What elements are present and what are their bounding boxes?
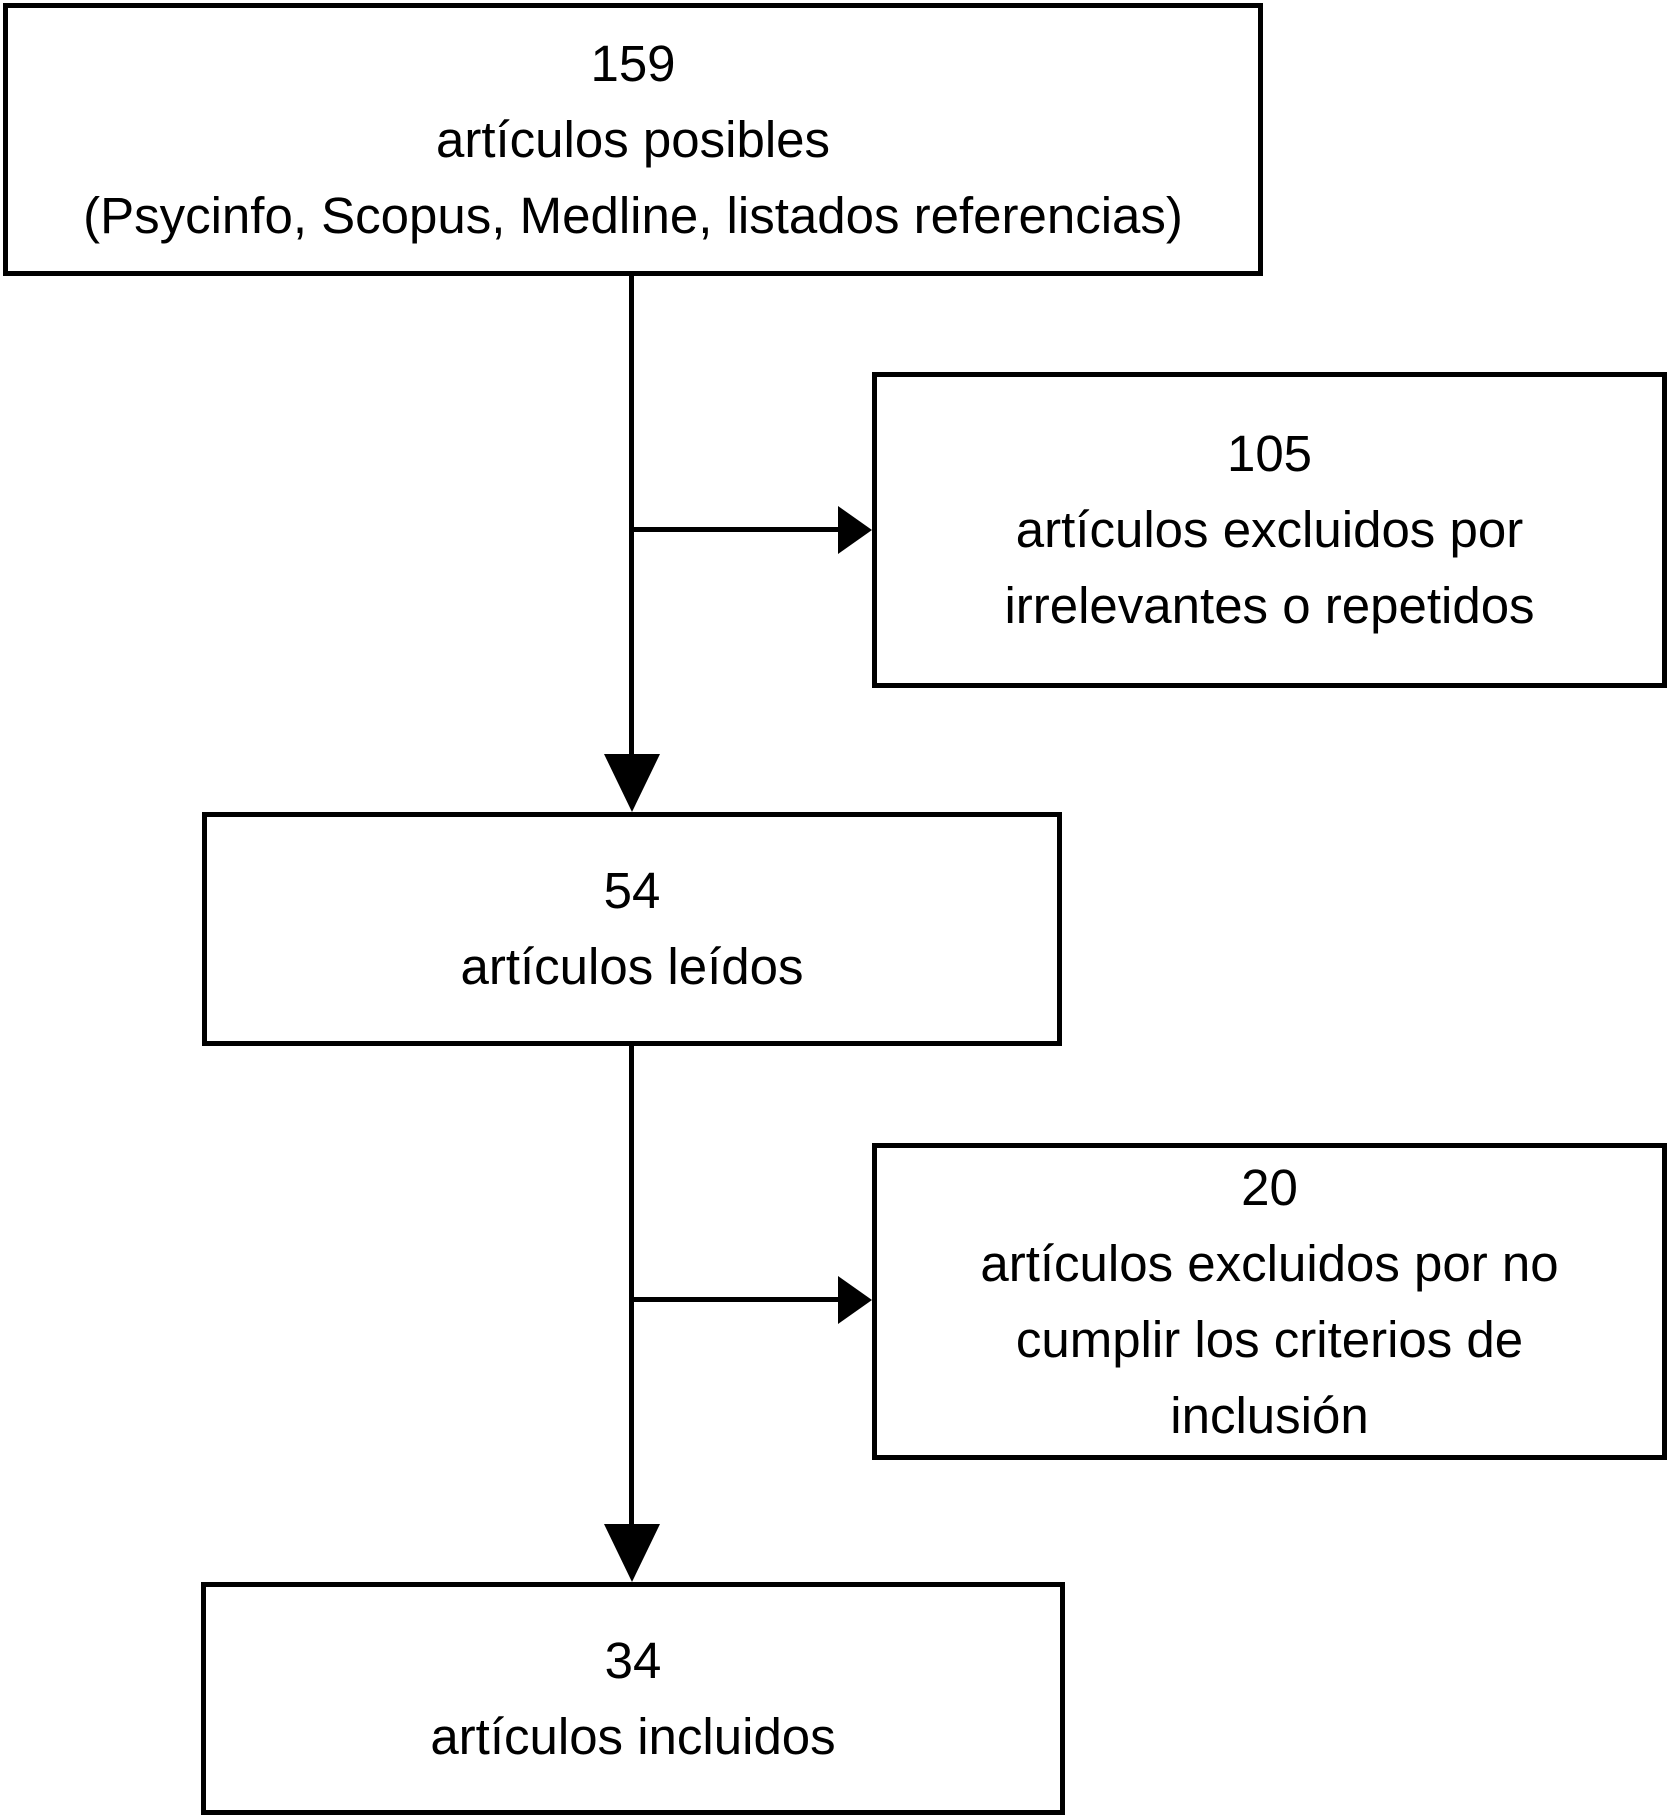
included-articles-label: artículos incluidos	[430, 1707, 836, 1765]
excluded-criteria-label-1: artículos excluidos por no	[980, 1234, 1559, 1292]
read-articles-count: 54	[603, 862, 661, 919]
box-excluded-criteria: 20 artículos excluidos por no cumplir lo…	[872, 1143, 1667, 1460]
excluded-criteria-label-2: cumplir los criterios de	[1015, 1310, 1524, 1368]
connector-branch-excluded-criteria	[632, 1297, 838, 1302]
excluded-irrelevant-label-2: irrelevantes o repetidos	[1004, 577, 1535, 634]
included-articles-count: 34	[604, 1631, 662, 1689]
excluded-criteria-label-3: inclusión	[1170, 1386, 1369, 1444]
connector-read-to-included	[629, 1046, 634, 1525]
arrow-right-head-1-icon	[838, 506, 872, 554]
connector-possible-to-read	[629, 276, 634, 754]
possible-articles-count: 159	[590, 34, 676, 92]
connector-branch-excluded-irrelevant	[632, 527, 838, 532]
read-articles-label: artículos leídos	[460, 938, 804, 995]
possible-articles-sources: (Psycinfo, Scopus, Medline, listados ref…	[83, 186, 1183, 244]
arrow-down-head-1-icon	[604, 754, 660, 812]
arrow-down-head-2-icon	[604, 1524, 660, 1582]
arrow-right-head-2-icon	[838, 1276, 872, 1324]
box-excluded-irrelevant: 105 artículos excluidos por irrelevantes…	[872, 372, 1667, 688]
box-possible-articles: 159 artículos posibles (Psycinfo, Scopus…	[3, 3, 1263, 276]
box-included-articles: 34 artículos incluidos	[201, 1582, 1065, 1815]
box-read-articles: 54 artículos leídos	[202, 812, 1062, 1046]
excluded-irrelevant-label-1: artículos excluidos por	[1015, 501, 1524, 558]
possible-articles-label: artículos posibles	[435, 110, 831, 168]
excluded-irrelevant-count: 105	[1226, 425, 1313, 482]
excluded-criteria-count: 20	[1241, 1158, 1298, 1216]
